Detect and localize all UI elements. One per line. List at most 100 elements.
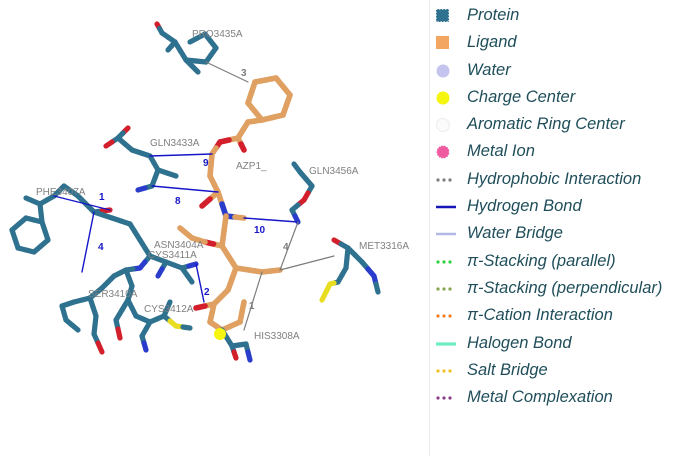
protein-bond [180,324,193,331]
residue-label-cys3411a: CYS3411A [148,250,197,261]
legend-item-salt-bridge[interactable]: Salt Bridge [434,358,700,385]
water-bridge-marker-icon [436,233,456,236]
panel-divider [429,0,430,456]
protein-bond [164,170,179,179]
pi-stacking-perpendicular-marker-icon [436,287,452,291]
protein-bond [292,213,301,225]
residue-label-gln3433a: GLN3433A [150,138,200,149]
interaction-lines [53,61,335,331]
hydrophobic-interaction-line [279,221,299,271]
protein-marker-icon [435,8,450,23]
legend-label-water-bridge: Water Bridge [467,224,563,243]
protein-bond [164,299,173,312]
water-marker-icon [436,64,450,78]
interaction-label-8: 8 [175,196,181,207]
legend-label-water: Water [467,60,511,79]
hydrogen-bond-line [195,263,205,303]
hydrophobic-interaction-line [205,61,249,83]
hydrophobic-interaction-marker-icon [436,178,452,182]
legend-label-hydrogen-bond: Hydrogen Bond [467,197,582,216]
hydrogen-bond-line [81,211,95,273]
hydrogen-bond-line [151,185,219,193]
molecule-bonds [9,21,381,363]
salt-bridge-marker-icon [436,369,452,373]
aromatic-ring-center-marker-icon [436,118,450,133]
interaction-label-4-hbond: 4 [98,242,104,253]
protein-bond [187,35,201,45]
halogen-bond-marker-icon [436,341,456,346]
protein-bond [189,63,201,75]
protein-bond [319,289,329,303]
hydrogen-bond-line [149,153,213,157]
legend-item-pi-cation-interaction[interactable]: π-Cation Interaction [434,303,700,330]
residue-label-his3308a: HIS3308A [254,331,300,342]
interaction-label-1: 1 [249,301,255,312]
residue-label-azp1: AZP1_ [236,161,267,172]
residue-label-ser3410a: SER3410A [88,289,138,300]
protein-bond [103,139,115,149]
interaction-label-3: 3 [241,68,247,79]
legend-item-halogen-bond[interactable]: Halogen Bond [434,331,700,358]
protein-bond [186,261,199,269]
legend-label-hydrophobic-interaction: Hydrophobic Interaction [467,169,642,188]
legend-item-aromatic-ring-center[interactable]: Aromatic Ring Center [434,112,700,139]
legend-label-ligand: Ligand [467,33,517,52]
legend-label-salt-bridge: Salt Bridge [467,360,548,379]
residue-label-pro3435a: PRO3435A [192,29,243,40]
ligand-bond [193,303,208,311]
hydrophobic-interaction-line [243,271,263,331]
protein-bond [23,195,36,204]
legend-label-metal-ion: Metal Ion [467,142,535,161]
ligand-bond [238,141,247,153]
legend-item-hydrophobic-interaction[interactable]: Hydrophobic Interaction [434,167,700,194]
protein-bond [245,349,253,363]
legend-item-metal-complexation[interactable]: Metal Complexation [434,385,700,412]
legend-label-charge-center: Charge Center [467,87,576,106]
legend-item-water-bridge[interactable]: Water Bridge [434,221,700,248]
residue-label-phe3407a: PHE3407A [36,187,86,198]
legend-label-protein: Protein [467,6,520,24]
labels: PRO3435A GLN3433A AZP1_ GLN3456A PHE3407… [36,29,409,342]
legend-item-charge-center[interactable]: Charge Center [434,85,700,112]
protein-bond [95,340,105,355]
legend-label-pi-stacking-perpendicular: π-Stacking (perpendicular) [467,278,663,297]
metal-complexation-marker-icon [436,396,452,400]
legend-label-pi-cation-interaction: π-Cation Interaction [467,306,613,325]
protein-bond [184,272,195,285]
legend-item-hydrogen-bond[interactable]: Hydrogen Bond [434,194,700,221]
protein-bond [155,266,165,279]
ligand-bond [232,214,247,221]
pi-cation-interaction-marker-icon [436,314,452,318]
legend-item-metal-ion[interactable]: Metal Ion [434,139,700,166]
hydrogen-bond-marker-icon [436,205,456,209]
legend-label-aromatic-ring-center: Aromatic Ring Center [467,115,625,134]
hydrogen-bond-line [243,217,299,223]
protein-bond [141,340,149,353]
interaction-label-4-hydrophobic: 4 [283,242,289,253]
ligand-bond [239,299,247,315]
interaction-diagram: PRO3435A GLN3433A AZP1_ GLN3456A PHE3407… [9,21,409,363]
interaction-label-10: 10 [254,225,266,236]
charge-center-marker [214,328,226,340]
legend-item-ligand[interactable]: Ligand [434,30,700,57]
protein-bond [69,322,81,333]
legend-item-water[interactable]: Water [434,58,700,85]
residue-label-cys3412a: CYS3412A [144,304,194,315]
ligand-marker-icon [436,36,449,50]
residue-label-asn3404a: ASN3404A [154,240,204,251]
legend-label-metal-complexation: Metal Complexation [467,388,613,407]
legend-item-protein[interactable]: Protein [434,3,700,30]
protein-bond [165,43,175,53]
legend-item-pi-stacking-parallel[interactable]: π-Stacking (parallel) [434,249,700,276]
interaction-label-2: 2 [204,287,210,298]
protein-bond [231,349,239,361]
ligand-bond [248,79,258,96]
legend-item-pi-stacking-perpendicular[interactable]: π-Stacking (perpendicular) [434,276,700,303]
protein-bond [9,227,18,242]
hydrophobic-interaction-line [279,255,335,271]
protein-bond [115,326,123,341]
protein-bond [291,161,300,171]
ligand-bond [268,267,283,274]
protein-bond [373,281,381,295]
